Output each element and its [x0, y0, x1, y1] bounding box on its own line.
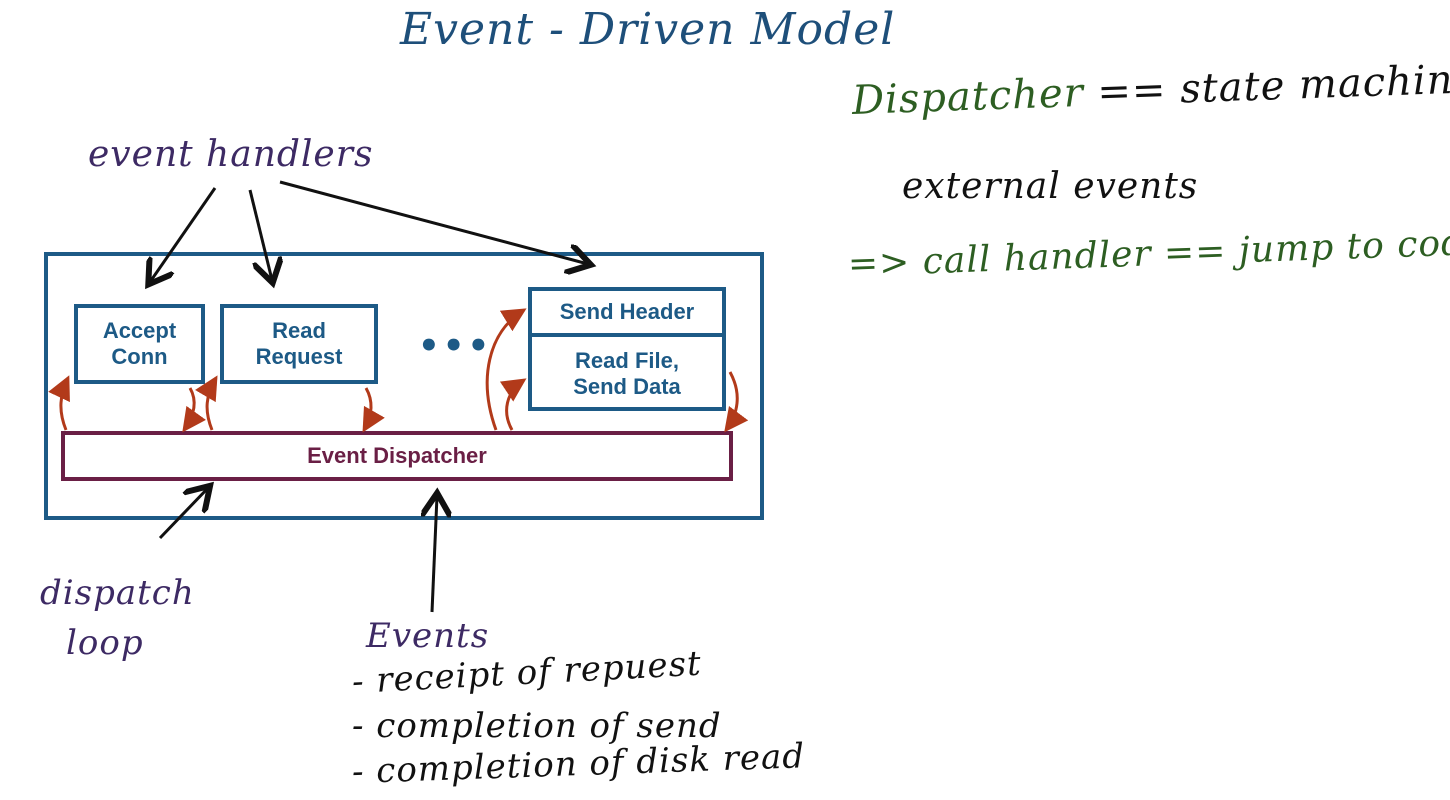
- arrow-dispatch-loop: [158, 488, 208, 540]
- more-handlers-ellipsis: •••: [418, 326, 493, 366]
- send-header-handler: Send Header: [532, 291, 722, 337]
- loop-arrow-read-up: [195, 375, 218, 431]
- note-external-events: external events: [902, 166, 1199, 207]
- loop-arrow-accept-up: [48, 375, 70, 431]
- dispatch-label-line1: dispatch: [40, 573, 195, 613]
- loop-arrow-accept-down: [182, 387, 206, 433]
- accept-conn-handler: Accept Conn: [74, 304, 205, 384]
- read-request-label: Read Request: [255, 318, 343, 369]
- loop-arrow-send-down: [724, 371, 749, 433]
- event-handlers-label: event handlers: [88, 134, 374, 175]
- loop-arrow-read-down: [362, 387, 385, 433]
- read-file-label: Read File, Send Data: [573, 348, 681, 399]
- send-header-label: Send Header: [559, 299, 695, 324]
- read-request-handler: Read Request: [220, 304, 378, 384]
- event-dispatcher: Event Dispatcher: [61, 431, 733, 481]
- accept-conn-label: Accept Conn: [102, 318, 177, 369]
- note-dispatcher-word: Dispatcher: [851, 69, 1085, 124]
- arrow-to-accept: [150, 187, 217, 282]
- arrow-to-send: [279, 180, 588, 264]
- diagram-title: Event - Driven Model: [400, 4, 896, 55]
- loop-arrow-send-header: [485, 308, 527, 431]
- dispatch-label-line2: loop: [66, 623, 144, 663]
- event-item-send: - completion of send: [352, 706, 722, 746]
- read-file-send-data-handler: Read File, Send Data: [532, 337, 722, 411]
- events-heading: Events: [366, 616, 490, 656]
- event-dispatcher-label: Event Dispatcher: [307, 443, 487, 468]
- dispatch-loop-label: dispatch loop: [40, 568, 195, 668]
- arrow-events: [432, 496, 437, 613]
- loop-arrow-read-file: [499, 378, 527, 431]
- server-process-frame: [44, 252, 764, 520]
- send-handler-group: Send Header Read File, Send Data: [528, 287, 726, 411]
- arrow-to-read: [248, 189, 272, 280]
